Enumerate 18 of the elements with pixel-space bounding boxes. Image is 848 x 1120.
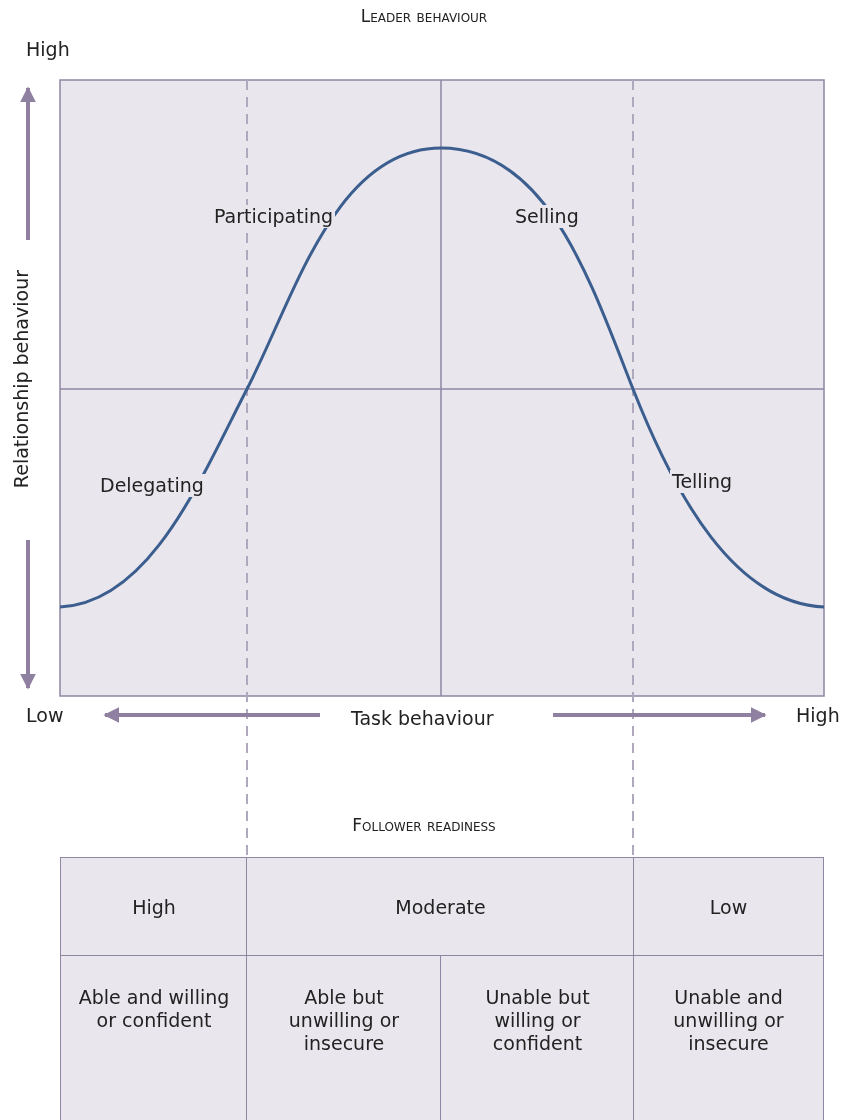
axis-label: Task behaviour <box>351 707 494 730</box>
table-header-cell: Moderate <box>246 857 635 957</box>
axis-end-label: Low <box>26 704 64 727</box>
quadrant-label: Selling <box>513 205 581 228</box>
section-heading: Follower readiness <box>352 815 496 835</box>
table-cell: Unable and unwilling or insecure <box>633 955 824 1120</box>
quadrant-label: Delegating <box>98 474 206 497</box>
axis-label: Relationship behaviour <box>10 270 33 489</box>
table-header-cell: Low <box>633 857 824 957</box>
quadrant-label: Participating <box>212 205 336 228</box>
table-cell: Able and willing or confident <box>60 955 248 1120</box>
axis-end-label: High <box>26 38 70 61</box>
table-header-cell: High <box>60 857 248 957</box>
quadrant-label: Telling <box>670 470 734 493</box>
table-cell: Able but unwilling or insecure <box>246 955 442 1120</box>
axis-end-label: High <box>796 704 840 727</box>
table-cell: Unable but willing or confident <box>440 955 635 1120</box>
chart-title: Leader behaviour <box>360 6 488 26</box>
